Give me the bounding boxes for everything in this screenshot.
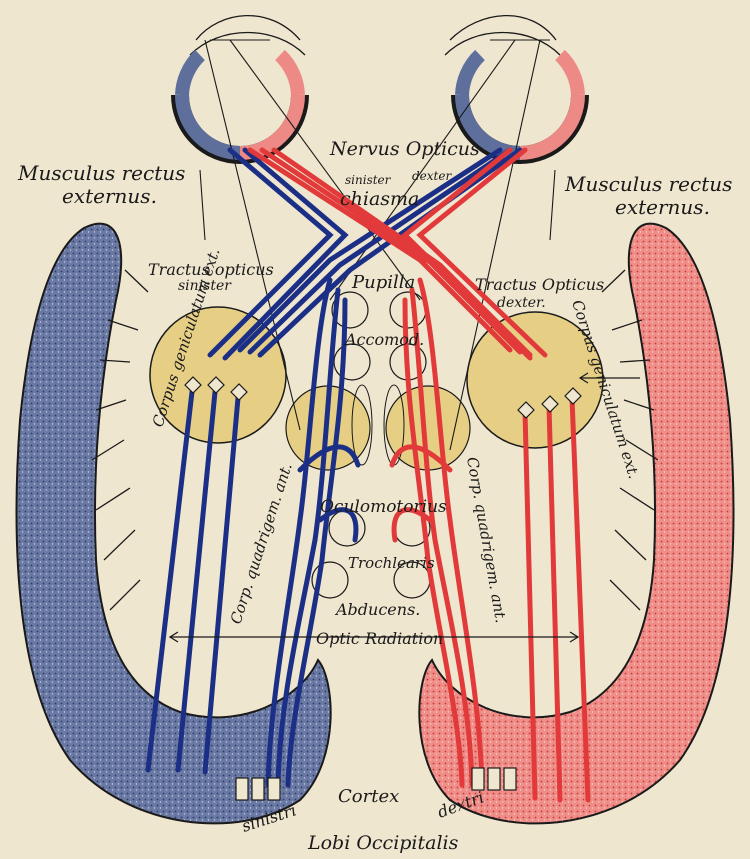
label-pupilla: Pupilla [351, 272, 415, 293]
label-externus-left: externus. [62, 184, 157, 208]
label-dexter: dexter [412, 169, 452, 183]
label-lobi-occipitalis: Lobi Occipitalis [307, 832, 459, 854]
label-musculus-right: Musculus rectus [564, 172, 732, 196]
label-corp-quadrigem-right: Corp. quadrigem. ant. [463, 456, 510, 625]
right-eye [445, 16, 580, 155]
left-eye [180, 16, 305, 155]
label-accomod: Accomod. [343, 330, 424, 349]
label-externus-right: externus. [615, 195, 710, 219]
label-abducens: Abducens. [334, 600, 420, 619]
label-chiasma: chiasma [340, 188, 419, 210]
label-corp-quadrigem-left: Corp. quadrigem. ant. [227, 461, 296, 627]
label-tractus-dexter-2: dexter. [497, 295, 546, 311]
label-musculus-left: Musculus rectus [17, 161, 185, 185]
label-tractus-dexter-1: Tractus Opticus [475, 275, 604, 294]
label-sinister: sinister [345, 173, 392, 187]
label-nervus-opticus: Nervus Opticus [329, 138, 480, 160]
label-cortex: Cortex [338, 786, 399, 807]
label-trochlearis: Trochlearis [348, 554, 435, 572]
label-optic-radiation: Optic Radiation [316, 629, 443, 648]
label-oculomotorius: Oculomotorius [320, 497, 447, 517]
